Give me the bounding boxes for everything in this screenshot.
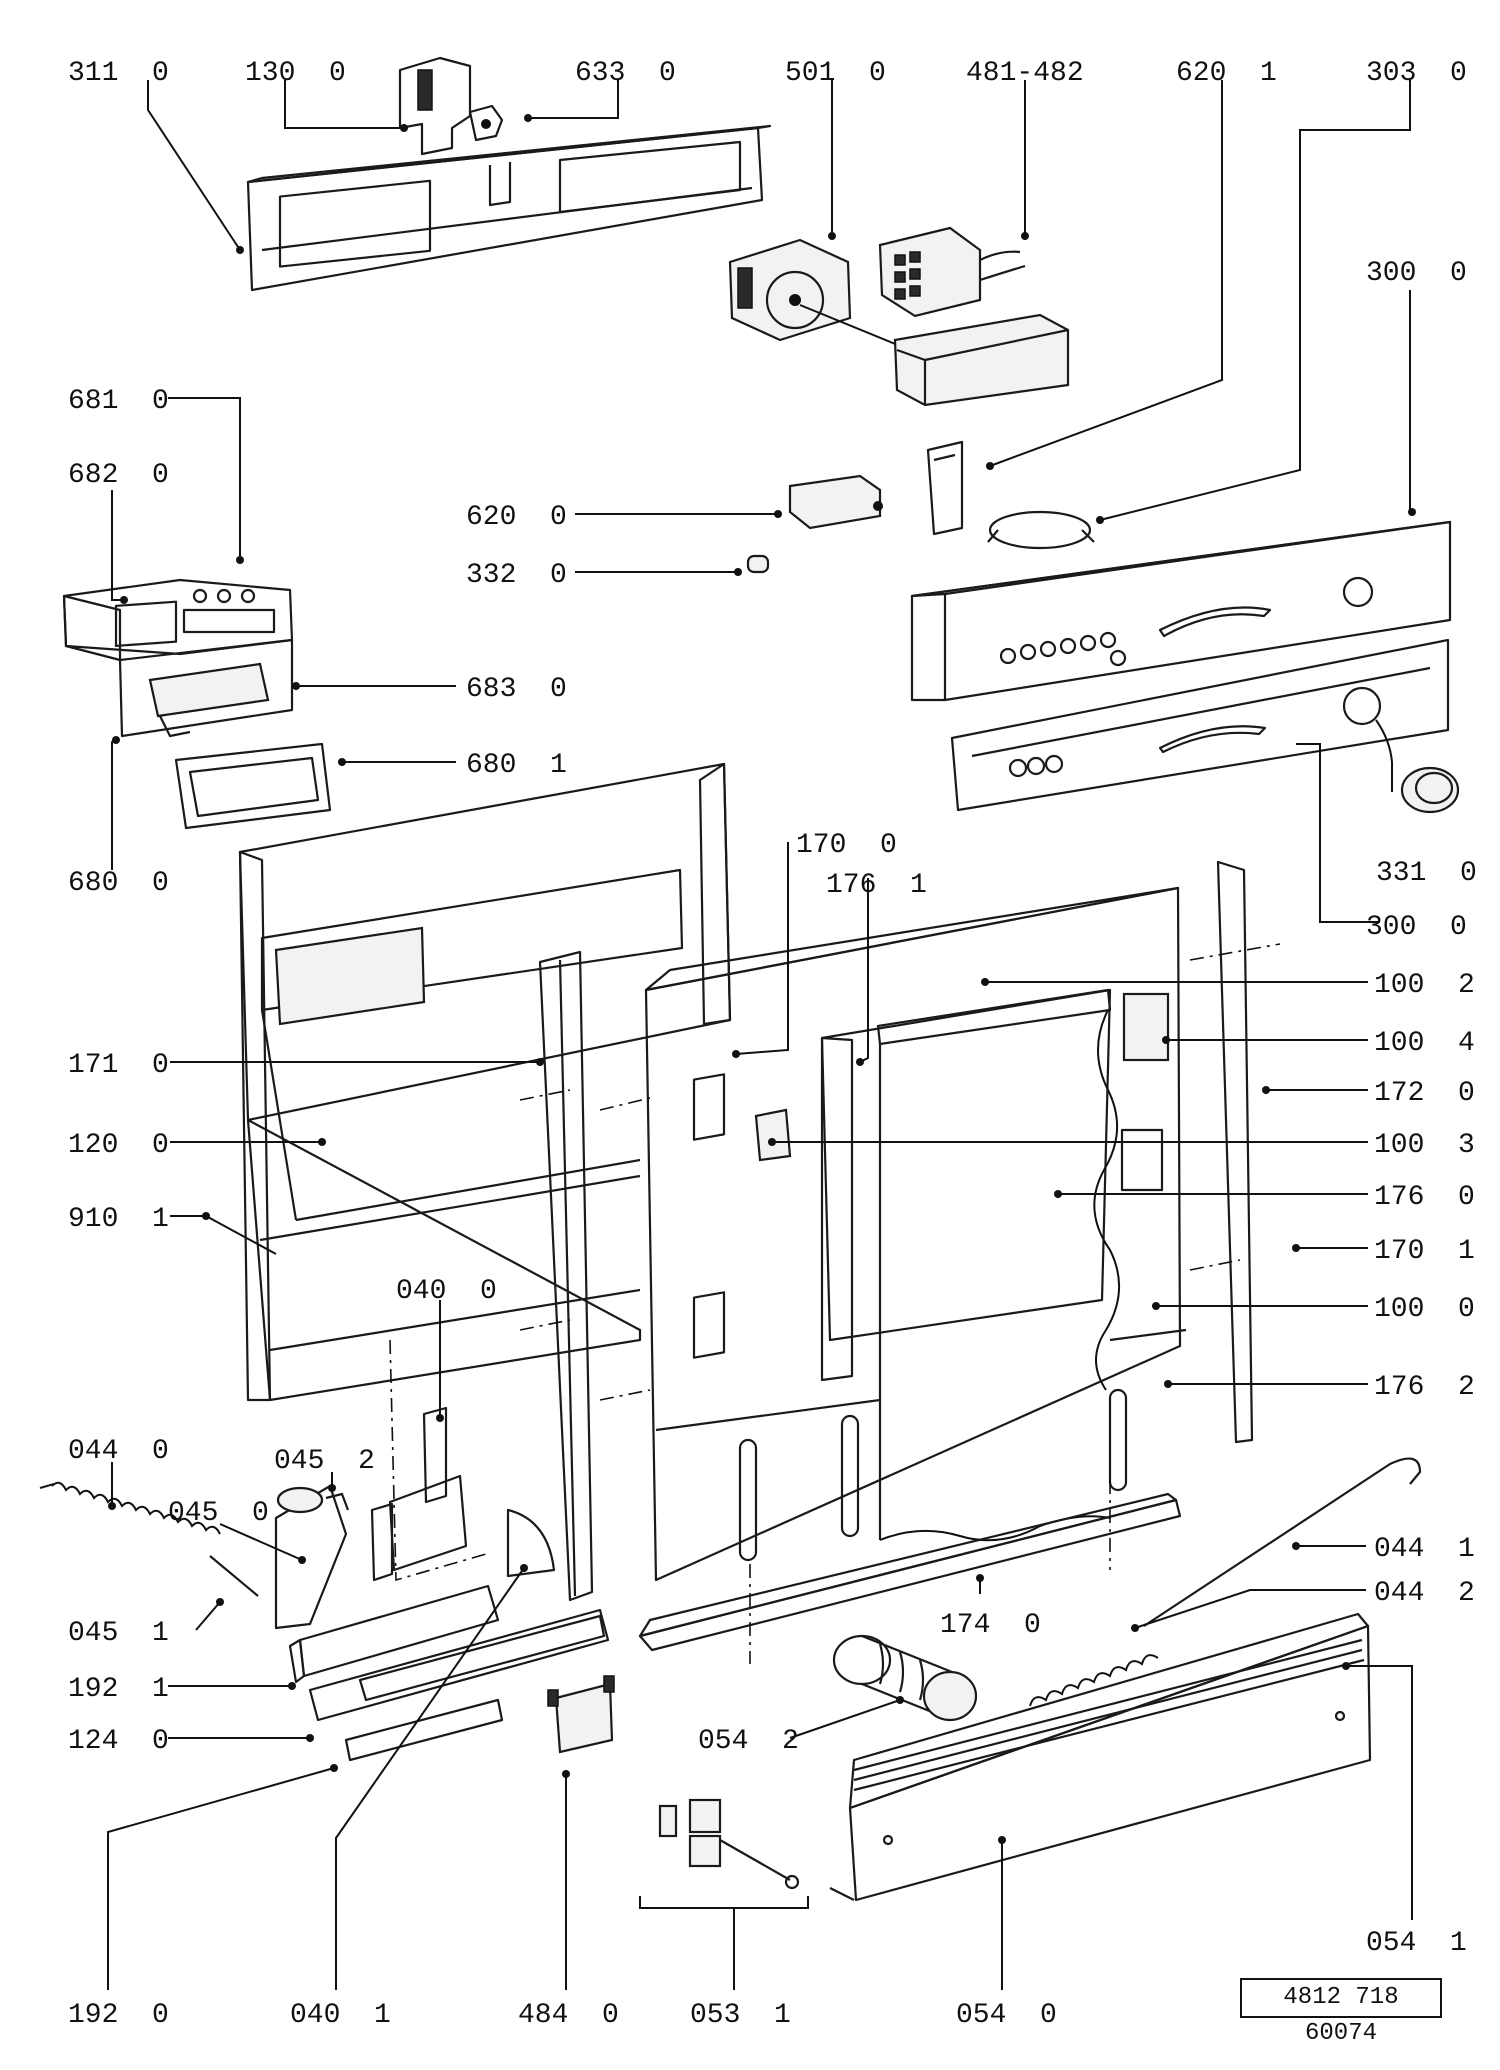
switch-633 bbox=[468, 104, 504, 142]
callout-633-0: 633 0 bbox=[575, 58, 676, 89]
callout-labels: 311 0 130 0 633 0 501 0 481-482 620 1 30… bbox=[68, 58, 1477, 2031]
control-panel-upper bbox=[910, 520, 1452, 702]
side-strip-171 bbox=[538, 950, 594, 1602]
assembly-lines bbox=[389, 943, 1281, 1664]
callout-683-0: 683 0 bbox=[466, 674, 567, 705]
switch-620-1 bbox=[926, 440, 964, 536]
callout-170-1: 170 1 bbox=[1374, 1236, 1475, 1267]
callout-176-0: 176 0 bbox=[1374, 1182, 1475, 1213]
outer-door-panel bbox=[644, 886, 1187, 1582]
roller-054-2 bbox=[832, 1634, 978, 1722]
callout-170-0: 170 0 bbox=[796, 830, 897, 861]
rail-124 bbox=[308, 1608, 610, 1722]
callout-331-0: 331 0 bbox=[1376, 858, 1477, 889]
hinge-045 bbox=[274, 1484, 350, 1630]
callout-176-1: 176 1 bbox=[826, 870, 927, 901]
side-strip-172 bbox=[1216, 860, 1254, 1444]
callout-682-0: 682 0 bbox=[68, 460, 169, 491]
connector-481 bbox=[878, 226, 1026, 318]
switch-620-0 bbox=[788, 474, 883, 530]
callout-620-1: 620 1 bbox=[1176, 58, 1277, 89]
bracket-130 bbox=[398, 56, 472, 156]
callout-192-1: 192 1 bbox=[68, 1674, 169, 1705]
document-reference-box: 4812 718 60074 bbox=[1240, 1978, 1442, 2047]
spring-044-0 bbox=[39, 1481, 259, 1597]
callout-045-1: 045 1 bbox=[68, 1618, 169, 1649]
callout-176-2: 176 2 bbox=[1374, 1372, 1475, 1403]
callout-172-0: 172 0 bbox=[1374, 1078, 1475, 1109]
bottom-strip-174 bbox=[638, 1492, 1182, 1652]
module-484 bbox=[547, 1675, 615, 1754]
callout-040-0: 040 0 bbox=[396, 1276, 497, 1307]
inner-door-frame bbox=[238, 762, 732, 1402]
callout-300-0-bottom: 300 0 bbox=[1366, 912, 1467, 943]
decor-panel-176 bbox=[876, 988, 1120, 1542]
timer-bracket bbox=[893, 313, 1070, 407]
leader-lines bbox=[107, 80, 1416, 1990]
callout-100-2: 100 2 bbox=[1374, 970, 1475, 1001]
control-panel-lower bbox=[950, 638, 1450, 812]
callout-044-1: 044 1 bbox=[1374, 1534, 1475, 1565]
callout-171-0: 171 0 bbox=[68, 1050, 169, 1081]
rail-192-0 bbox=[344, 1698, 504, 1762]
plug-332 bbox=[746, 554, 770, 574]
callout-192-0: 192 0 bbox=[68, 2000, 169, 2031]
callout-680-1: 680 1 bbox=[466, 750, 567, 781]
callout-045-2: 045 2 bbox=[274, 1446, 375, 1477]
callout-053-1: 053 1 bbox=[690, 2000, 791, 2031]
bracket-040-1 bbox=[506, 1508, 556, 1578]
callout-044-2: 044 2 bbox=[1374, 1578, 1475, 1609]
callout-910-1: 910 1 bbox=[68, 1204, 169, 1235]
bracket-040 bbox=[370, 1406, 468, 1582]
callout-054-0: 054 0 bbox=[956, 2000, 1057, 2031]
top-rail bbox=[246, 124, 772, 292]
callout-130-0: 130 0 bbox=[245, 58, 346, 89]
callout-300-0-top: 300 0 bbox=[1366, 258, 1467, 289]
knob-331 bbox=[1375, 719, 1460, 814]
callout-332-0: 332 0 bbox=[466, 560, 567, 591]
callout-100-3: 100 3 bbox=[1374, 1130, 1475, 1161]
part-drawings bbox=[39, 56, 1460, 1909]
spring-044-1 bbox=[1029, 1457, 1422, 1707]
rail-192-1 bbox=[288, 1584, 500, 1684]
callout-303-0: 303 0 bbox=[1366, 58, 1467, 89]
callout-681-0: 681 0 bbox=[68, 386, 169, 417]
callout-054-2: 054 2 bbox=[698, 1726, 799, 1757]
callout-680-0: 680 0 bbox=[68, 868, 169, 899]
callout-311-0: 311 0 bbox=[68, 58, 169, 89]
callout-620-0: 620 0 bbox=[466, 502, 567, 533]
callout-040-1: 040 1 bbox=[290, 2000, 391, 2031]
fasteners-053 bbox=[639, 1798, 809, 1909]
callout-100-4: 100 4 bbox=[1374, 1028, 1475, 1059]
callout-501-0: 501 0 bbox=[785, 58, 886, 89]
callout-174-0: 174 0 bbox=[940, 1610, 1041, 1641]
callout-120-0: 120 0 bbox=[68, 1130, 169, 1161]
gasket-680-1 bbox=[174, 742, 332, 830]
callout-100-0: 100 0 bbox=[1374, 1294, 1475, 1325]
callout-484-0: 484 0 bbox=[518, 2000, 619, 2031]
callout-054-1: 054 1 bbox=[1366, 1928, 1467, 1959]
callout-481-482: 481-482 bbox=[966, 58, 1084, 89]
callout-124-0: 124 0 bbox=[68, 1726, 169, 1757]
part-303 bbox=[987, 510, 1095, 550]
callout-044-0: 044 0 bbox=[68, 1436, 169, 1467]
timer-501 bbox=[728, 238, 911, 351]
dispenser bbox=[62, 578, 294, 738]
kick-plate bbox=[829, 1612, 1372, 1902]
callout-045-0: 045 0 bbox=[168, 1498, 269, 1529]
